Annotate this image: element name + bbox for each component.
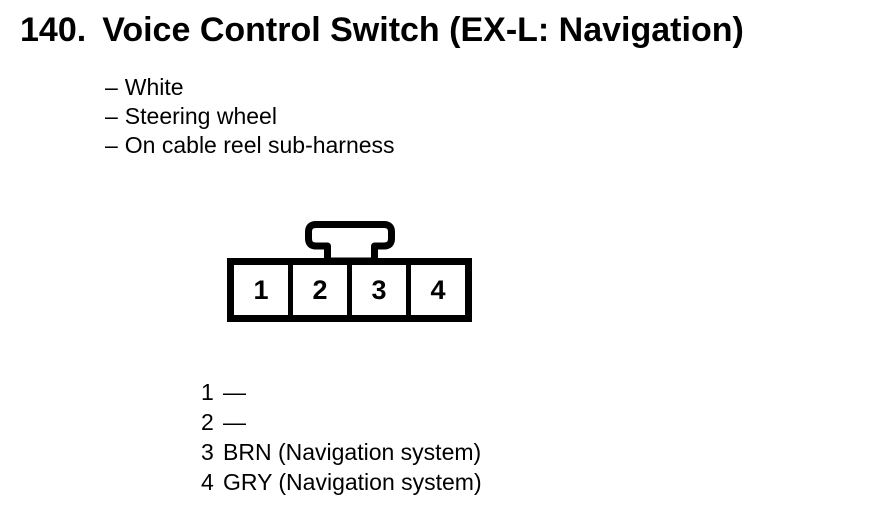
note-line: – White <box>105 73 395 102</box>
note-text: Steering wheel <box>124 103 277 129</box>
pin-wire-label: GRY (Navigation system) <box>223 469 482 495</box>
note-line: – On cable reel sub-harness <box>105 131 395 160</box>
note-dash: – <box>105 132 118 158</box>
note-text: On cable reel sub-harness <box>124 132 395 158</box>
cavity-number: 1 <box>253 274 269 305</box>
pin-number: 3 <box>201 439 214 465</box>
pin-number: 2 <box>201 409 214 435</box>
pin-wire-label: — <box>223 409 246 435</box>
page-title: 140. Voice Control Switch (EX-L: Navigat… <box>20 9 744 51</box>
cavity-cell: 2 <box>293 265 347 315</box>
item-title: Voice Control Switch (EX-L: Navigation) <box>102 11 744 49</box>
item-number: 140. <box>20 11 87 49</box>
connector-notes: – White – Steering wheel – On cable reel… <box>105 73 395 160</box>
pin-row: 3 BRN (Navigation system) <box>201 437 482 467</box>
cavity-cell: 3 <box>352 265 406 315</box>
note-line: – Steering wheel <box>105 102 395 131</box>
pin-wire-label: — <box>223 379 246 405</box>
note-dash: – <box>105 74 118 100</box>
cavity-number: 3 <box>371 274 387 305</box>
cavity-cell: 1 <box>234 265 288 315</box>
connector-diagram: 1 2 3 4 <box>227 258 472 322</box>
note-dash: – <box>105 103 118 129</box>
cavity-number: 4 <box>430 274 446 305</box>
pin-number: 4 <box>201 469 214 495</box>
cavity-cell: 4 <box>411 265 465 315</box>
cavity-number: 2 <box>312 274 328 305</box>
pin-row: 1 — <box>201 377 482 407</box>
pinout-list: 1 — 2 — 3 BRN (Navigation system) 4 GRY … <box>201 377 482 497</box>
pin-number: 1 <box>201 379 214 405</box>
pin-row: 2 — <box>201 407 482 437</box>
pin-row: 4 GRY (Navigation system) <box>201 467 482 497</box>
note-text: White <box>124 74 184 100</box>
pin-wire-label: BRN (Navigation system) <box>223 439 482 465</box>
